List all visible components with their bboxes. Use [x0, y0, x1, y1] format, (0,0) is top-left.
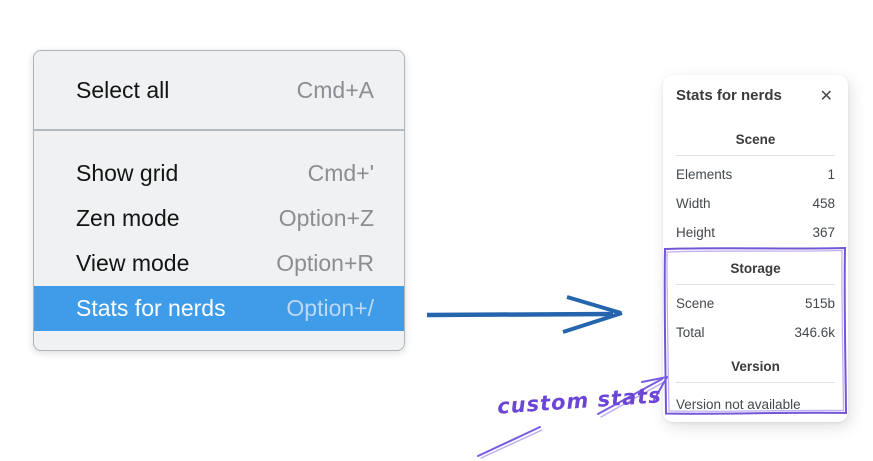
menu-item-shortcut: Cmd+A	[296, 76, 374, 103]
stat-row-height: Height 367	[676, 218, 835, 247]
menu-item-label: Select all	[76, 76, 170, 103]
menu-item-zen-mode[interactable]: Zen mode Option+Z	[34, 196, 404, 241]
stat-value: 1	[827, 167, 835, 182]
menu-item-label: Stats for nerds	[76, 295, 226, 321]
stat-value: 515b	[804, 296, 835, 311]
menu-item-select-all[interactable]: Select all Cmd+A	[34, 68, 404, 112]
annotation-label: custom stats	[496, 383, 663, 419]
section-heading-storage: Storage	[730, 261, 781, 276]
stat-value: 458	[812, 196, 835, 211]
stat-value: 346.6k	[794, 325, 835, 340]
stats-panel-header: Stats for nerds ✕	[676, 87, 835, 104]
menu-item-label: Show grid	[76, 160, 179, 186]
annotation-arrow-icon	[477, 376, 668, 459]
stat-row-scene-size: Scene 515b	[676, 289, 835, 318]
section-heading-version: Version	[731, 359, 780, 374]
stat-label: Total	[676, 325, 705, 340]
context-menu: Select all Cmd+A Show grid Cmd+' Zen mod…	[33, 50, 405, 351]
stat-label: Scene	[676, 296, 715, 311]
divider	[676, 284, 835, 285]
scene-rows: Elements 1 Width 458 Height 367	[676, 160, 835, 247]
menu-item-shortcut: Option+/	[286, 295, 374, 321]
menu-item-label: Zen mode	[76, 205, 180, 231]
menu-item-shortcut: Option+R	[276, 250, 374, 276]
stat-row-total-size: Total 346.6k	[676, 318, 835, 347]
context-menu-section-top: Select all Cmd+A	[34, 51, 404, 131]
stat-label: Width	[676, 196, 711, 211]
flow-arrow-right-icon	[426, 295, 623, 334]
section-heading-scene: Scene	[735, 132, 776, 147]
close-icon[interactable]: ✕	[819, 85, 833, 105]
menu-item-shortcut: Option+Z	[278, 205, 374, 231]
stat-row-width: Width 458	[676, 189, 835, 218]
version-note: Version not available	[676, 397, 801, 412]
menu-item-shortcut: Cmd+'	[307, 160, 374, 186]
storage-rows: Scene 515b Total 346.6k	[676, 289, 835, 347]
menu-item-view-mode[interactable]: View mode Option+R	[34, 241, 404, 286]
divider	[676, 155, 835, 156]
stats-panel: Stats for nerds ✕ Scene Elements 1 Width…	[663, 75, 848, 422]
stat-label: Elements	[676, 167, 733, 182]
context-menu-section-bottom: Show grid Cmd+' Zen mode Option+Z View m…	[34, 131, 404, 350]
divider	[676, 382, 835, 383]
menu-item-label: View mode	[76, 250, 190, 276]
menu-item-stats-for-nerds[interactable]: Stats for nerds Option+/	[34, 286, 404, 331]
stat-row-elements: Elements 1	[676, 160, 835, 189]
stats-panel-title: Stats for nerds	[676, 87, 782, 104]
menu-item-show-grid[interactable]: Show grid Cmd+'	[34, 151, 404, 196]
stat-value: 367	[812, 225, 835, 240]
stat-label: Height	[676, 225, 716, 240]
